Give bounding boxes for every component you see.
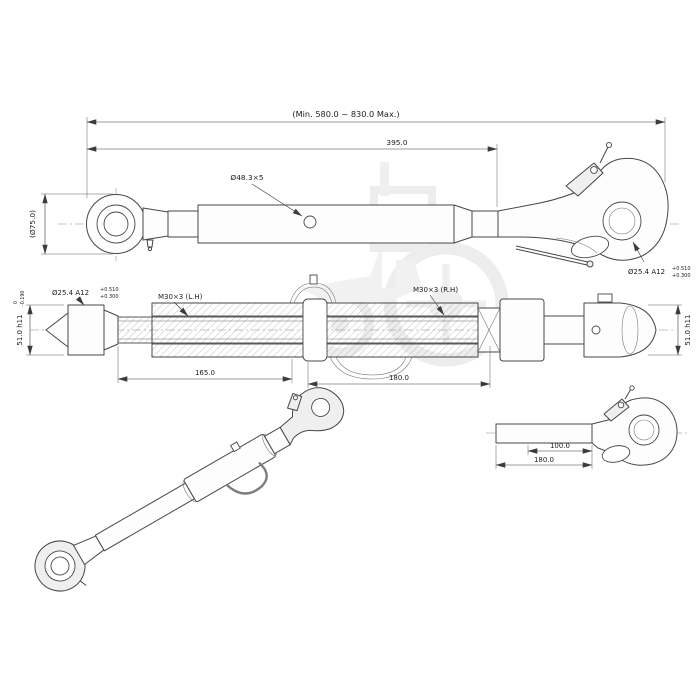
label-thread-right: M30×3 (R.H)	[413, 286, 458, 294]
dim-right-width: 51.0 h11	[684, 314, 692, 345]
tube-body	[197, 204, 455, 244]
left-threaded-rod	[117, 316, 309, 344]
hook-end-rear	[583, 302, 657, 358]
hook-shank	[495, 423, 593, 444]
dim-hook-shank-length: 100.0	[550, 442, 570, 450]
dim-pin-tol-lower: +0.300	[100, 294, 119, 300]
dim-left-thread-length: 165.0	[195, 369, 215, 377]
dim-pin-hole: Ø25.4 A12	[52, 289, 89, 297]
dim-hook-total-length: 180.0	[534, 456, 554, 464]
label-thread-left: M30×3 (L.H)	[158, 293, 203, 301]
dim-left-width: 51.0 h11	[16, 314, 24, 345]
dim-left-width-tol-upper: 0	[13, 301, 19, 304]
view-isometric	[34, 387, 345, 592]
view-cross-section: Ø25.4 A12 +0.510 +0.300 M30×3 (L.H) M30×…	[13, 274, 692, 388]
dim-hook-hole-tol-upper: +0.510	[672, 266, 691, 272]
dim-tube-spec: Ø48.3×5	[230, 173, 263, 182]
dim-eye-diameter: (Ø75.0)	[28, 210, 37, 238]
iso-barrel	[183, 433, 276, 503]
dim-right-thread-length: 180.0	[389, 374, 409, 382]
iso-handle	[225, 461, 268, 495]
view-hook-detail: 100.0 180.0	[486, 385, 690, 469]
center-collar	[302, 298, 328, 362]
iso-tube	[94, 482, 195, 552]
dim-hook-hole-tol-lower: +0.300	[672, 273, 691, 279]
dim-body-length: 395.0	[386, 138, 407, 147]
dim-left-width-tol-lower: -0.190	[20, 291, 26, 306]
dim-overall-length: (Min. 580.0 ~ 830.0 Max.)	[292, 109, 399, 119]
dim-pin-tol-upper: +0.510	[100, 287, 119, 293]
dim-hook-hole: Ø25.4 A12	[628, 268, 665, 276]
view-side-elevation: (Min. 580.0 ~ 830.0 Max.) 395.0 Ø48.3×5 …	[28, 109, 691, 279]
left-ball-end	[67, 304, 105, 356]
grease-nipple-icon	[146, 239, 154, 248]
